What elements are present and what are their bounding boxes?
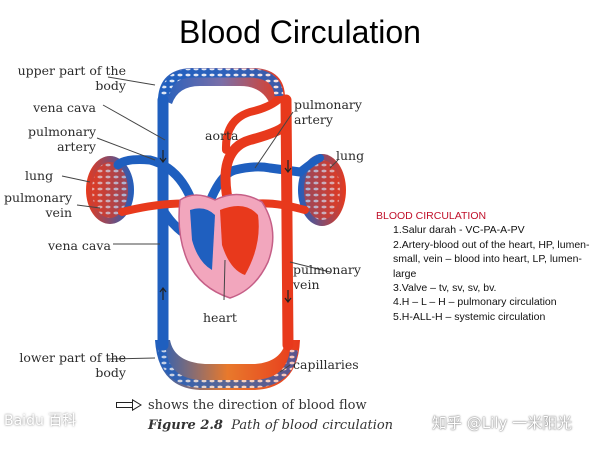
lower-body-capillaries bbox=[155, 340, 300, 390]
label-vena-cava-top: vena cava bbox=[33, 100, 96, 115]
upper-body-capillaries bbox=[158, 68, 285, 104]
notes-heading: BLOOD CIRCULATION bbox=[376, 210, 487, 222]
figure-text: Path of blood circulation bbox=[231, 418, 394, 433]
label-pulmonary-artery-right: pulmonary artery bbox=[294, 97, 362, 127]
notes-item: 1.Salur darah - VC-PA-A-PV bbox=[393, 224, 525, 237]
notes-item: 5.H-ALL-H – systemic circulation bbox=[393, 310, 546, 323]
label-pulmonary-artery-left: pulmonary artery bbox=[28, 124, 96, 154]
leader-lines bbox=[61, 76, 339, 373]
legend-text: shows the direction of blood flow bbox=[148, 398, 367, 413]
label-capillaries: capillaries bbox=[293, 357, 359, 372]
label-heart: heart bbox=[203, 310, 237, 325]
oxygenated-vessels bbox=[118, 94, 309, 351]
flow-arrows bbox=[159, 150, 292, 303]
figure-caption: Figure 2.8 Path of blood circulation bbox=[148, 418, 393, 433]
notes-item: 3.Valve – tv, sv, sv, bv. bbox=[393, 282, 497, 295]
label-lung-left: lung bbox=[25, 168, 54, 183]
legend-arrow-icon bbox=[116, 399, 142, 411]
notes-item: 4.H – L – H – pulmonary circulation bbox=[393, 296, 557, 309]
notes-panel: BLOOD CIRCULATION 1.Salur darah - VC-PA-… bbox=[376, 209, 596, 324]
right-lung bbox=[298, 154, 346, 226]
watermark-right: 知乎 @Lily 一米阳光 bbox=[432, 414, 573, 432]
page-title: Blood Circulation bbox=[179, 14, 421, 50]
label-lower-body: lower part of the body bbox=[19, 350, 126, 380]
label-pulmonary-vein-right: pulmonary vein bbox=[293, 262, 361, 292]
label-upper-body: upper part of the body bbox=[17, 63, 126, 93]
left-lung bbox=[86, 156, 134, 224]
label-lung-right: lung bbox=[336, 148, 365, 163]
figure-number: Figure 2.8 bbox=[148, 418, 223, 433]
label-aorta: aorta bbox=[205, 128, 239, 143]
label-vena-cava-bottom: vena cava bbox=[48, 238, 111, 253]
notes-item: 2.Artery-blood out of the heart, HP, lum… bbox=[393, 238, 590, 280]
label-pulmonary-vein-left: pulmonary vein bbox=[4, 190, 72, 220]
heart bbox=[178, 193, 274, 299]
watermark-left: Baidu 百科 bbox=[4, 413, 77, 429]
